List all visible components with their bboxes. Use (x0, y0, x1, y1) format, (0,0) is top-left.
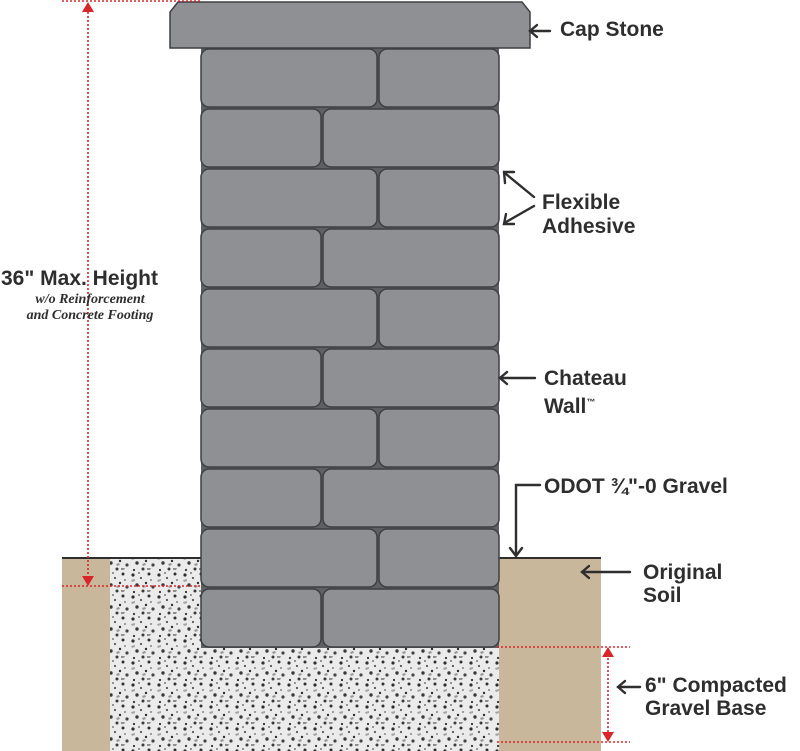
wall-block (200, 468, 322, 528)
original-soil-label-line1: Original (643, 561, 723, 584)
gravel-base-label-line2: Gravel Base (645, 697, 767, 720)
gravel-base-label-line1: 6" Compacted (645, 674, 787, 697)
cap-stone-shape (169, 1, 531, 49)
chateau-wall-text: Wall (544, 395, 587, 418)
cap-stone-label: Cap Stone (560, 18, 664, 41)
wall-block (200, 528, 378, 588)
wall-block (322, 228, 500, 288)
wall-block (322, 108, 500, 168)
max-height-sub-line1: w/o Reinforcement (35, 292, 145, 307)
max-height-label: 36" Max. Height (1, 267, 158, 290)
height-dimension (62, 0, 630, 743)
flexible-adhesive-label-line1: Flexible (542, 191, 621, 214)
wall-block (378, 528, 500, 588)
trademark-symbol: ™ (586, 397, 596, 407)
wall-block (200, 408, 378, 468)
callout-arrows (498, 23, 642, 695)
wall-block (200, 108, 322, 168)
chateau-wall-label-line2: Wall™ (544, 390, 595, 419)
wall-block (378, 48, 500, 108)
wall-block (200, 348, 322, 408)
odot-gravel-label: ODOT ¾"-0 Gravel (544, 475, 728, 498)
wall-block (378, 408, 500, 468)
wall-block (378, 168, 500, 228)
original-soil-label-line2: Soil (643, 584, 682, 607)
wall-block (322, 468, 500, 528)
chateau-wall-blocks (200, 48, 500, 648)
wall-block (200, 168, 378, 228)
wall-block (200, 48, 378, 108)
chateau-wall-label-line1: Chateau (544, 367, 627, 390)
wall-block (322, 348, 500, 408)
wall-block (200, 288, 378, 348)
flexible-adhesive-label-line2: Adhesive (542, 215, 636, 238)
max-height-sub-line2: and Concrete Footing (26, 308, 154, 323)
wall-block (378, 288, 500, 348)
wall-block (200, 588, 322, 648)
wall-block (322, 588, 500, 648)
dimension-arrowheads (82, 2, 614, 742)
wall-block (200, 228, 322, 288)
